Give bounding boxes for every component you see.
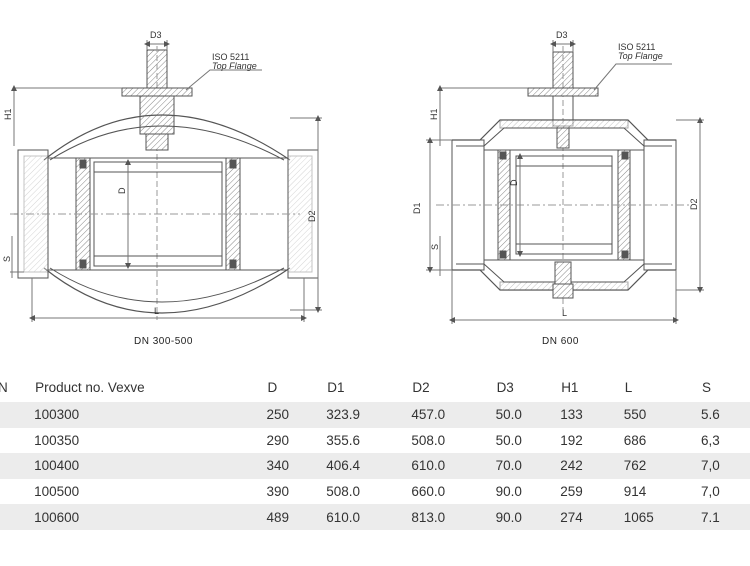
- table-cell: 1065: [623, 504, 702, 530]
- left-label-d3: D3: [150, 30, 162, 40]
- table-cell: 242: [560, 453, 624, 479]
- header-product-no: Product no. Vexve: [35, 379, 145, 395]
- technical-drawings: D3 ISO 5211 Top Flange H1 D D2 S L: [2, 30, 704, 324]
- table-cell: 100300: [34, 402, 267, 428]
- right-label-d3: D3: [556, 30, 568, 40]
- table-cell: 70.0: [495, 453, 561, 479]
- table-row: 100500 390 508.0 660.0 90.0 259 914 7,0: [0, 479, 750, 505]
- table-cell: 133: [560, 402, 624, 428]
- table-cell: 610.0: [326, 504, 412, 530]
- header-d1: D1: [327, 379, 345, 395]
- table-cell: 610.0: [411, 453, 496, 479]
- table-cell: 340: [266, 453, 327, 479]
- table-cell: 508.0: [326, 484, 360, 500]
- table-cell: 914: [623, 484, 647, 500]
- right-label-d2: D2: [689, 198, 699, 210]
- table-cell: 762: [623, 453, 702, 479]
- header-l: L: [624, 379, 633, 395]
- left-valve-drawing: [10, 40, 322, 322]
- right-label-h1: H1: [429, 108, 439, 120]
- table-cell: 390: [266, 484, 290, 500]
- right-label-s: S: [430, 244, 440, 250]
- table-cell: 50.0: [495, 432, 522, 448]
- table-row: 100350 290 355.6 508.0 50.0 192 686 6,3: [0, 428, 750, 454]
- header-n: N: [0, 379, 8, 395]
- table-cell: 813.0: [411, 504, 496, 530]
- right-label-flange-standard: ISO 5211: [618, 42, 655, 52]
- table-cell: 90.0: [495, 484, 522, 500]
- left-label-h1: H1: [3, 108, 13, 120]
- table-row: 100400 340 406.4 610.0 70.0 242 762 7,0: [0, 453, 750, 479]
- header-h1: H1: [561, 379, 579, 395]
- table-cell: 7.1: [701, 504, 750, 530]
- right-label-d: D: [509, 179, 519, 186]
- left-label-d2: D2: [307, 210, 317, 222]
- table-cell: 7,0: [701, 484, 720, 500]
- table-cell: 250: [266, 402, 327, 428]
- table-cell: 100600: [34, 504, 267, 530]
- left-drawing-caption: DN 300-500: [134, 336, 193, 347]
- specification-table: N Product no. Vexve D D1 D2 D3 H1 L S 10…: [0, 372, 750, 530]
- table-cell: 406.4: [326, 453, 412, 479]
- table-cell: 50.0: [495, 402, 561, 428]
- left-label-flange-standard: ISO 5211: [212, 52, 249, 62]
- table-cell: [0, 453, 35, 479]
- table-header-row: N Product no. Vexve D D1 D2 D3 H1 L S: [0, 372, 750, 402]
- table-cell: 192: [560, 432, 583, 448]
- table-cell: 5.6: [701, 402, 750, 428]
- table-cell: 6,3: [701, 432, 720, 448]
- table-cell: [0, 479, 34, 505]
- table-cell: [0, 504, 35, 530]
- right-label-flange-name: Top Flange: [618, 51, 663, 61]
- table-cell: 550: [623, 402, 702, 428]
- table-cell: 457.0: [411, 402, 496, 428]
- header-d2: D2: [412, 379, 430, 395]
- table-cell: 259: [560, 484, 583, 500]
- table-cell: [0, 428, 34, 454]
- table-cell: 290: [266, 432, 290, 448]
- table-cell: 489: [266, 504, 327, 530]
- table-cell: 100350: [34, 432, 80, 448]
- right-label-l: L: [562, 308, 567, 318]
- left-label-flange-name: Top Flange: [212, 61, 257, 71]
- header-d: D: [267, 379, 278, 395]
- table-cell: 323.9: [326, 402, 412, 428]
- right-valve-drawing: [426, 40, 704, 324]
- table-cell: 100400: [34, 453, 267, 479]
- left-label-d: D: [117, 187, 127, 194]
- header-d3: D3: [496, 379, 514, 395]
- header-s: S: [702, 379, 712, 395]
- right-drawing-labels: D3 ISO 5211 Top Flange H1 D1 D D2 S L: [412, 30, 699, 318]
- table-cell: 508.0: [411, 432, 446, 448]
- table-cell: 274: [560, 504, 624, 530]
- right-drawing-caption: DN 600: [542, 336, 579, 347]
- table-cell: 7,0: [701, 453, 750, 479]
- right-label-d1: D1: [412, 202, 422, 214]
- left-drawing-labels: D3 ISO 5211 Top Flange H1 D D2 S L: [2, 30, 317, 316]
- table-row: 100600 489 610.0 813.0 90.0 274 1065 7.1: [0, 504, 750, 530]
- table-cell: 355.6: [326, 432, 360, 448]
- table-cell: 686: [623, 432, 647, 448]
- table-cell: [0, 402, 35, 428]
- table-cell: 660.0: [411, 484, 446, 500]
- table-row: 100300 250 323.9 457.0 50.0 133 550 5.6: [0, 402, 750, 428]
- table-cell: 90.0: [495, 504, 561, 530]
- left-label-s: S: [2, 256, 12, 262]
- table-cell: 100500: [34, 484, 80, 500]
- left-label-l: L: [154, 306, 159, 316]
